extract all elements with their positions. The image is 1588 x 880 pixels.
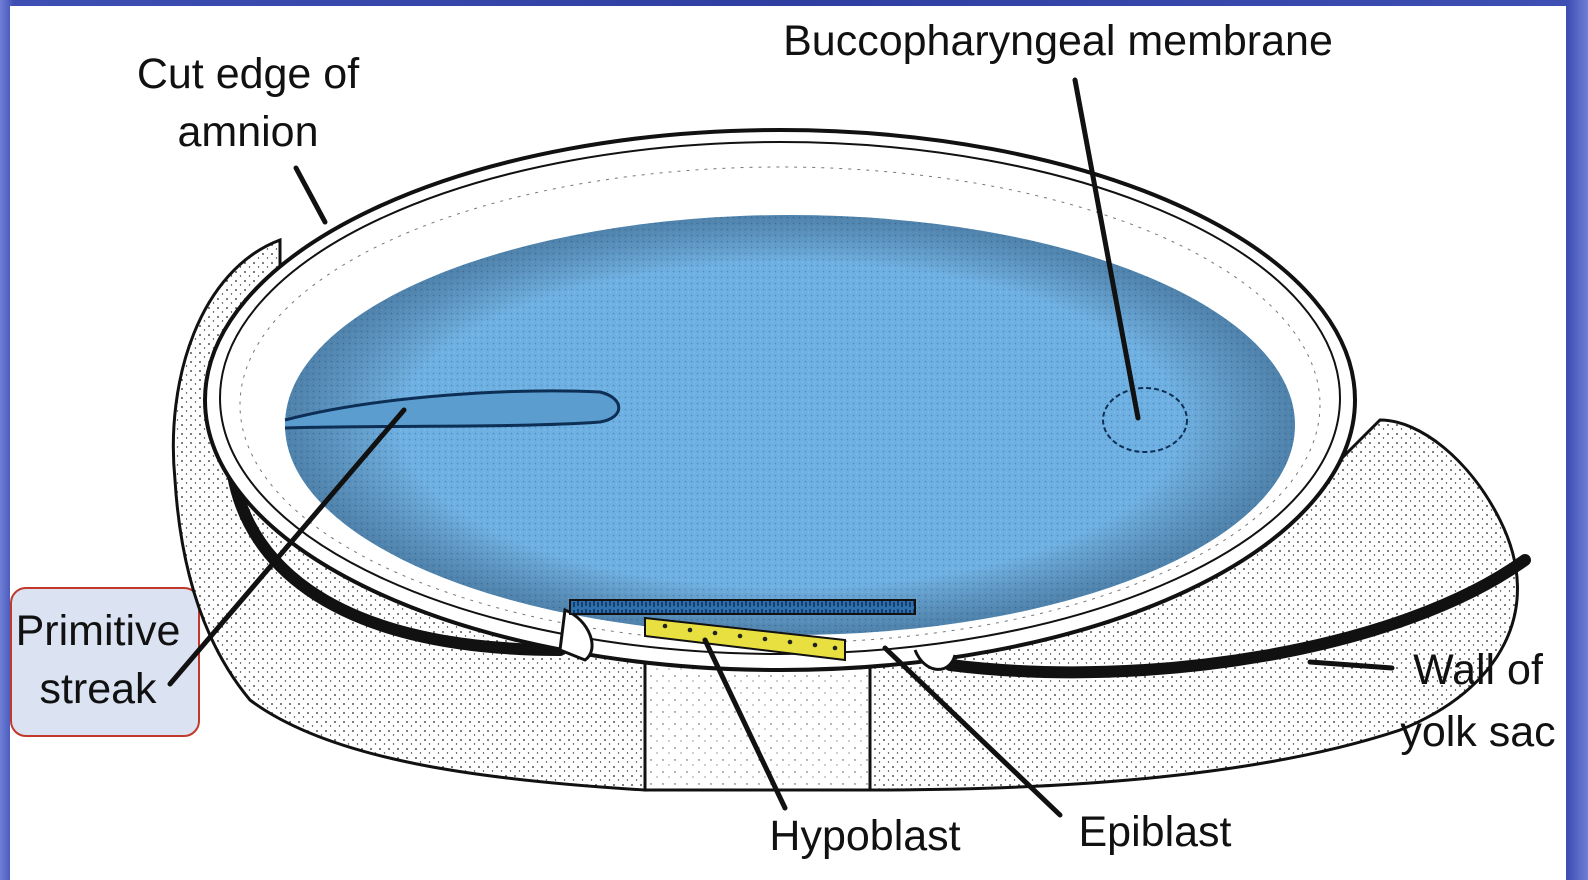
label-hypoblast: Hypoblast xyxy=(769,812,960,860)
epiblast-layer xyxy=(570,600,915,614)
label-cut-edge-line2: amnion xyxy=(177,108,318,156)
leader-cut-edge xyxy=(296,168,325,222)
label-primitive-line1: Primitive xyxy=(16,607,181,655)
label-buccopharyngeal-membrane: Buccopharyngeal membrane xyxy=(783,17,1333,65)
label-wall-line1: Wall of xyxy=(1413,646,1544,694)
label-cut-edge-line1: Cut edge of xyxy=(137,50,360,98)
label-primitive-line2: streak xyxy=(39,665,157,713)
label-epiblast: Epiblast xyxy=(1079,808,1232,856)
label-wall-line2: yolk sac xyxy=(1400,708,1555,756)
